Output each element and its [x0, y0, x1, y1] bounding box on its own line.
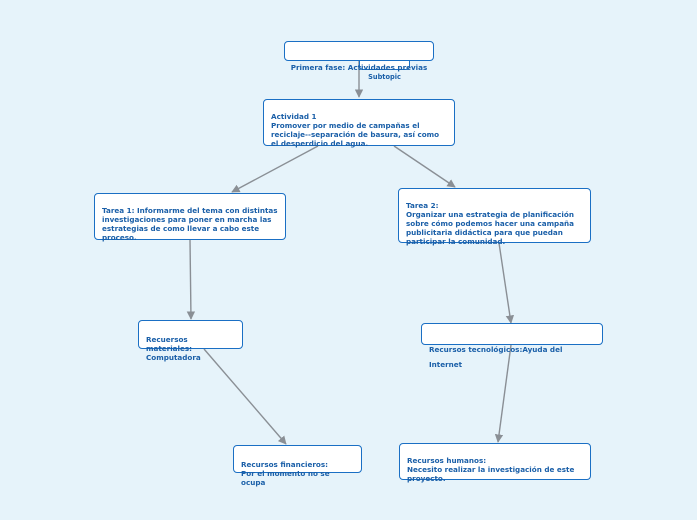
link-materiales-financieros — [203, 348, 287, 445]
tarea2-label: Tarea 2: Organizar una estrategia de pla… — [406, 201, 575, 246]
recursos-financieros-label: Recursos financieros: Por el momento no … — [241, 460, 330, 487]
tarea1-node[interactable]: Tarea 1: Informarme del tema con distint… — [94, 193, 286, 242]
actividad1-label: Actividad 1 Promover por medio de campañ… — [271, 112, 440, 148]
link-tarea1-materiales — [186, 239, 196, 320]
root-node[interactable]: Primera fase: Actividades previas — [284, 41, 434, 72]
recursos-humanos-node[interactable]: Recursos humanos: Necesito realizar la i… — [399, 443, 591, 483]
recursos-tecnologicos-label: Recursos tecnológicos:Ayuda del Internet — [429, 345, 563, 369]
recursos-tecnologicos-node[interactable]: Recursos tecnológicos:Ayuda del Internet — [421, 323, 603, 369]
recursos-materiales-node[interactable]: Recuersos materiales: Computadora — [138, 320, 243, 362]
root-label: Primera fase: Actividades previas — [290, 63, 428, 72]
link-tecnologicos-humanos — [494, 344, 512, 443]
link-actividad1-tarea1 — [231, 145, 319, 193]
actividad1-node[interactable]: Actividad 1 Promover por medio de campañ… — [263, 99, 455, 148]
subtopic-label: Subtopic — [368, 73, 401, 81]
link-tarea2-tecnologicos — [498, 242, 515, 324]
recursos-materiales-label: Recuersos materiales: Computadora — [146, 335, 201, 362]
recursos-humanos-label: Recursos humanos: Necesito realizar la i… — [407, 456, 575, 483]
tarea1-label: Tarea 1: Informarme del tema con distint… — [102, 206, 278, 242]
recursos-financieros-node[interactable]: Recursos financieros: Por el momento no … — [233, 445, 362, 487]
link-actividad1-tarea2 — [393, 145, 456, 188]
tarea2-node[interactable]: Tarea 2: Organizar una estrategia de pla… — [398, 188, 591, 246]
